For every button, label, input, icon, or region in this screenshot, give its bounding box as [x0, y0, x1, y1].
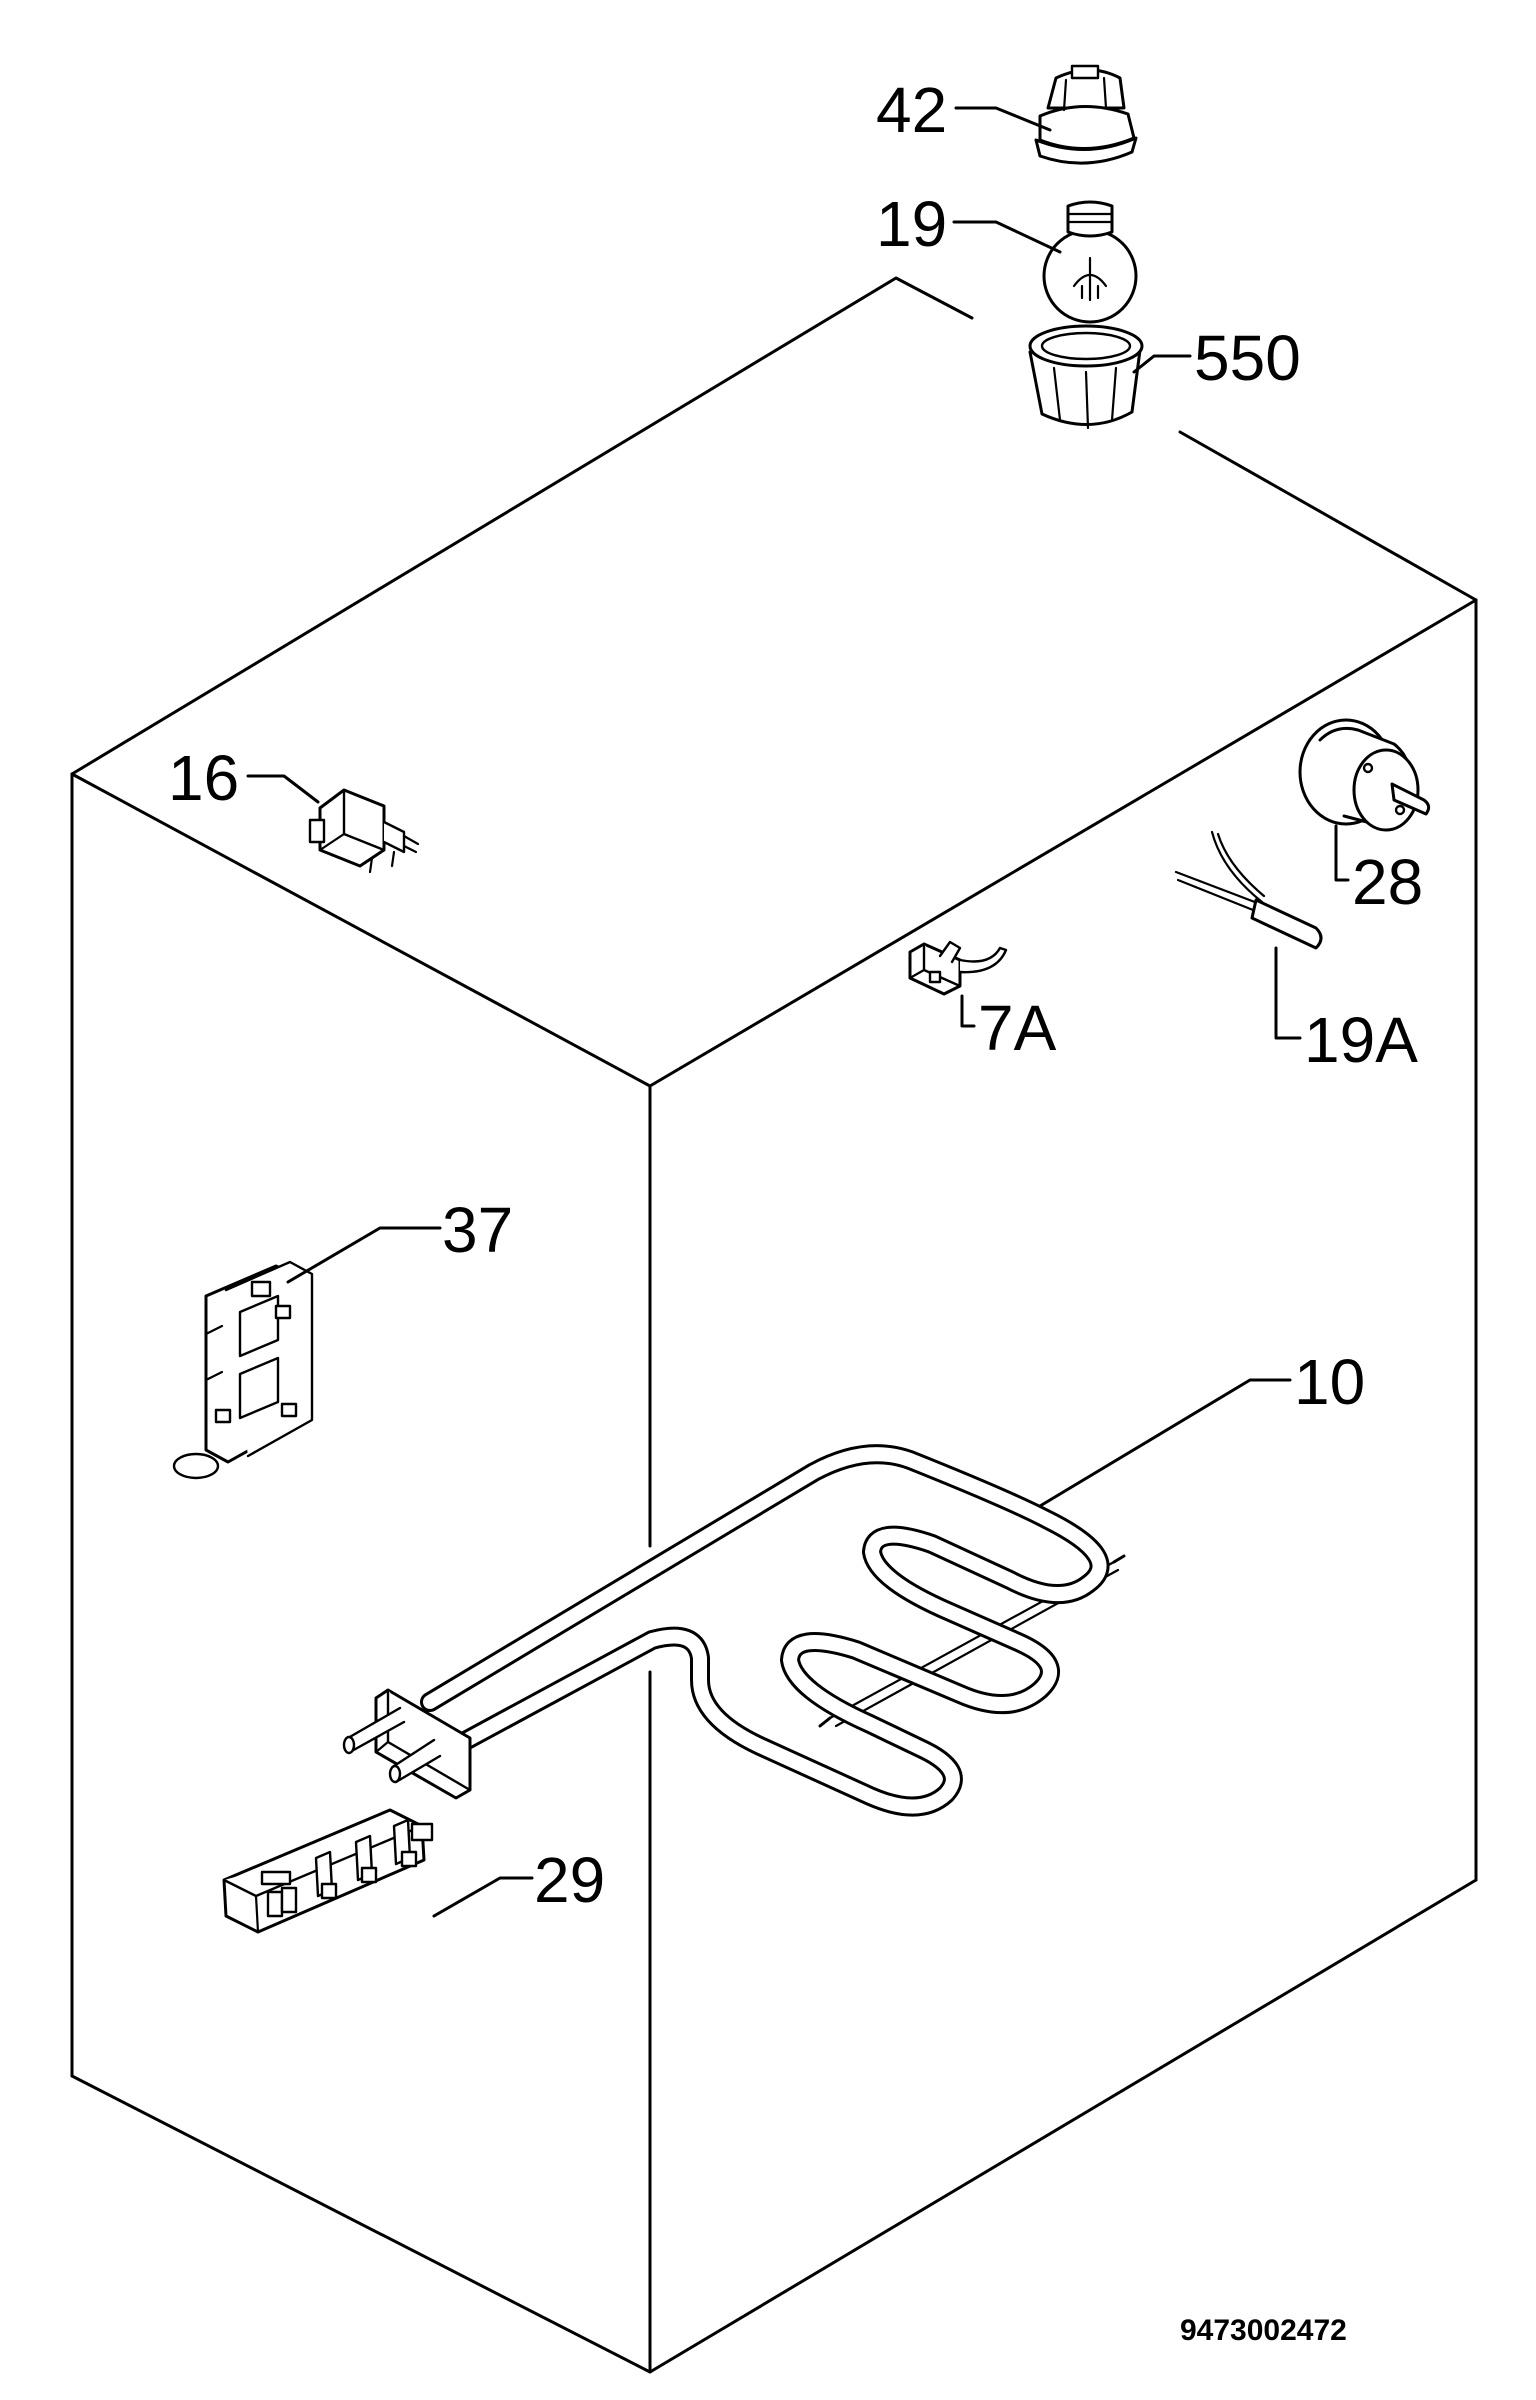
leader-29: [432, 1876, 534, 1918]
document-number: 9473002472: [1180, 2314, 1347, 2347]
bottom-edges: [70, 1878, 1478, 2374]
cabinet-outline: [70, 276, 1478, 2374]
label-10: 10: [1294, 1346, 1365, 1418]
part-28-thermostat: [1298, 718, 1431, 832]
label-19A: 19A: [1304, 1004, 1418, 1076]
part-7A-door-switch: [908, 940, 1008, 996]
leader-28: [1334, 824, 1350, 882]
top-back-left-edge: [70, 276, 974, 776]
top-back-right-edge: [1178, 430, 1478, 602]
top-front-edge: [70, 598, 1478, 1088]
leader-42: [954, 106, 1052, 132]
leader-lines: [246, 106, 1350, 1918]
label-42: 42: [876, 74, 947, 146]
leader-37: [286, 1226, 442, 1284]
label-19: 19: [876, 188, 947, 260]
leader-550: [1132, 354, 1192, 374]
label-37: 37: [442, 1194, 513, 1266]
label-550: 550: [1194, 322, 1301, 394]
label-28: 28: [1352, 846, 1423, 918]
leader-7A: [960, 994, 976, 1028]
part-37-bracket: [172, 1260, 314, 1480]
part-19-lamp-bulb: [1042, 200, 1138, 324]
part-550-lamp-holder: [1028, 324, 1144, 430]
leader-10: [1038, 1378, 1292, 1508]
label-29: 29: [534, 1844, 605, 1916]
part-42-lamp-cover: [1034, 64, 1138, 165]
part-16-switch: [308, 788, 420, 874]
leader-19A: [1274, 946, 1302, 1040]
label-7A: 7A: [978, 992, 1057, 1064]
part-labels: 42 19 550 16 28 7A 19A 37 10 29: [168, 74, 1423, 1916]
part-10-heating-element: [342, 1444, 1126, 1817]
part-19A-sensor-probe: [1174, 830, 1323, 950]
leader-16: [246, 774, 320, 804]
leader-19: [952, 220, 1062, 254]
label-16: 16: [168, 742, 239, 814]
part-29-module: [222, 1808, 434, 1934]
